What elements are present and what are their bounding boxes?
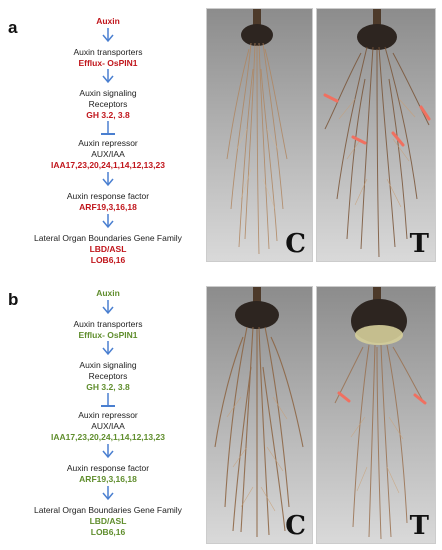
panel-a-letter: a [8,18,18,37]
root-image [317,287,435,543]
panel-a-pathway: Auxin Auxin transporters Efflux- OsPIN1 … [14,10,202,272]
repressor-genes: IAA17,23,20,24,1,14,12,13,23 [51,432,165,442]
auxin-label: Auxin [96,16,120,26]
down-arrow-icon [102,172,114,187]
arf-title: Auxin response factor [66,191,150,201]
auxin-label: Auxin [96,288,120,298]
panel-a-treated-root-photo: T [316,8,436,262]
arf-genes: ARF19,3,16,18 [79,202,137,212]
lob-genes-lob: LOB6,16 [90,527,126,537]
repressor-title: Auxin repressor [78,410,138,420]
signaling-genes: GH 3.2, 3.8 [86,382,130,392]
transporters-genes: Efflux- OsPIN1 [78,330,138,340]
repressor-genes: IAA17,23,20,24,1,14,12,13,23 [51,160,165,170]
lateral-root-markers [323,93,431,147]
lob-genes-lbd: LBD/ASL [89,244,127,254]
lob-title: Lateral Organ Boundaries Gene Family [34,505,182,515]
panel-b-control-root-photo: C [206,286,313,544]
signaling-title: Auxin signaling [79,88,137,98]
lob-title: Lateral Organ Boundaries Gene Family [34,233,182,243]
arf-title: Auxin response factor [66,463,150,473]
lob-genes-lob: LOB6,16 [90,255,126,265]
panel-b-treated-root-photo: T [316,286,436,544]
signaling-receptors: Receptors [88,99,128,109]
signaling-genes: GH 3.2, 3.8 [86,110,130,120]
panel-a-control-root-photo: C [206,8,313,262]
transporters-title: Auxin transporters [73,319,143,329]
transporters-genes: Efflux- OsPIN1 [78,58,138,68]
down-arrow-icon [102,341,114,356]
lateral-root-markers [337,391,427,405]
root-image [317,9,435,261]
down-arrow-icon [102,28,114,43]
panel-b-letter: b [8,290,19,309]
repressor-family: AUX/IAA [91,149,125,159]
repressor-title: Auxin repressor [78,138,138,148]
down-arrow-icon [102,214,114,229]
inhibition-arrow-icon [101,121,115,135]
down-arrow-icon [102,486,114,501]
signaling-receptors: Receptors [88,371,128,381]
control-label: C [285,229,306,259]
lob-genes-lbd: LBD/ASL [89,516,127,526]
treated-label: T [409,229,429,259]
down-arrow-icon [102,444,114,459]
arf-genes: ARF19,3,16,18 [79,474,137,484]
root-image [207,9,312,261]
inhibition-arrow-icon [101,393,115,407]
down-arrow-icon [102,69,114,84]
panel-b-pathway: Auxin Auxin transporters Efflux- OsPIN1 … [14,282,202,544]
treated-label: T [409,511,429,541]
control-label: C [285,511,306,541]
down-arrow-icon [102,300,114,315]
signaling-title: Auxin signaling [79,360,137,370]
root-image [207,287,312,543]
repressor-family: AUX/IAA [91,421,125,431]
transporters-title: Auxin transporters [73,47,143,57]
